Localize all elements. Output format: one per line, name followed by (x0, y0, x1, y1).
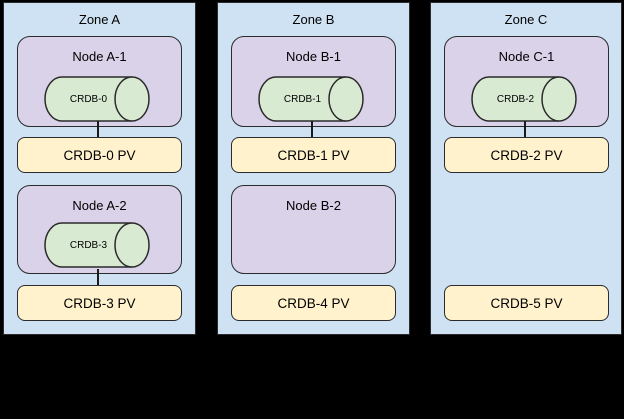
pod-label: CRDB-1 (283, 93, 322, 105)
zone-a-label: Zone A (78, 12, 121, 27)
crdb-pod-cylinder-icon (258, 76, 364, 122)
pod-pv-connector-line (97, 121, 99, 137)
pv-box: CRDB-5 PV (444, 285, 609, 321)
pod-pv-connector-line (97, 269, 99, 285)
cylinder-body (258, 76, 346, 122)
crdb-pod-cylinder-icon (471, 76, 577, 122)
zone-a-container: Zone A Node A-1 CRDB-0 CRDB-0 PV Node A-… (3, 2, 196, 335)
zone-b-container: Zone B Node B-1 CRDB-1 CRDB-1 PV Node B-… (217, 2, 410, 335)
cylinder-cap (114, 76, 150, 122)
crdb-pod-cylinder-icon (44, 222, 150, 268)
node-a1-label: Node A-1 (72, 49, 127, 64)
node-c1-label: Node C-1 (498, 49, 555, 64)
zone-c-container: Zone C Node C-1 CRDB-2 CRDB-2 PV CRDB-5 … (430, 2, 622, 335)
pv-box: CRDB-4 PV (231, 285, 396, 321)
pod-pv-connector-line (524, 121, 526, 137)
node-a2-label: Node A-2 (72, 198, 127, 213)
pv-box: CRDB-1 PV (231, 137, 396, 173)
cylinder-body (44, 76, 132, 122)
pod-pv-connector-line (311, 121, 313, 137)
node-b2-label: Node B-2 (286, 198, 341, 213)
pod-label: CRDB-0 (69, 93, 108, 105)
pod-label: CRDB-3 (69, 239, 108, 251)
pod-label: CRDB-2 (496, 93, 535, 105)
node-b2-box: Node B-2 (231, 185, 396, 274)
pv-box: CRDB-3 PV (17, 285, 182, 321)
pv-box: CRDB-2 PV (444, 137, 609, 173)
cylinder-body (471, 76, 559, 122)
node-b1-label: Node B-1 (286, 49, 341, 64)
zone-b-label: Zone B (292, 12, 335, 27)
crdb-pod-cylinder-icon (44, 76, 150, 122)
cylinder-cap (114, 222, 150, 268)
cylinder-cap (541, 76, 577, 122)
cylinder-body (44, 222, 132, 268)
pv-box: CRDB-0 PV (17, 137, 182, 173)
zone-c-label: Zone C (504, 12, 548, 27)
cylinder-cap (328, 76, 364, 122)
